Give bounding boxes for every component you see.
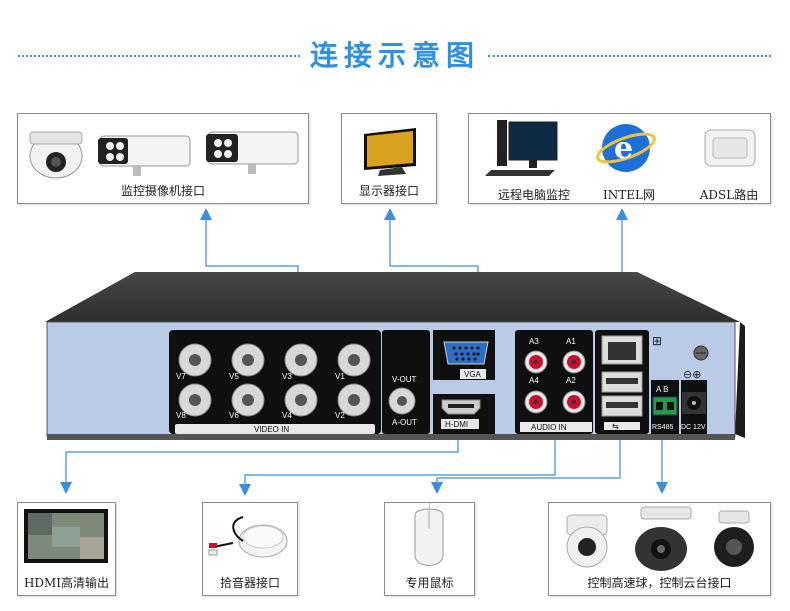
dc-power-jack <box>680 390 708 416</box>
video-label-v8: V8 <box>176 411 186 420</box>
video-label-v1: V1 <box>335 372 345 381</box>
network-icon: ⊞ <box>652 334 662 348</box>
hdmi-port <box>440 398 482 416</box>
video-label-v3: V3 <box>282 372 292 381</box>
microphone-icon <box>203 503 297 573</box>
audio-label-a1: A1 <box>566 337 576 346</box>
vga-label: VGA <box>464 370 481 379</box>
rs485-terminal <box>652 396 678 416</box>
video-label-v7: V7 <box>176 372 186 381</box>
audio-rca-connectors <box>518 346 594 422</box>
video-label-v5: V5 <box>229 372 239 381</box>
a-out-label: A-OUT <box>392 418 417 427</box>
audio-label-a3: A3 <box>529 337 539 346</box>
rs485-label: RS485 <box>652 424 673 431</box>
ptz-control-box: 控制高速球，控制云台接口 <box>548 502 771 596</box>
hdmi-display-icon <box>18 503 115 573</box>
video-in-bnc-connectors <box>169 330 381 434</box>
hdmi-output-box: HDMI高清输出 <box>17 502 116 596</box>
ptz-cameras-icon <box>549 503 770 575</box>
hdmi-output-caption: HDMI高清输出 <box>18 574 115 591</box>
mouse-icon <box>385 503 474 573</box>
v-out-bnc <box>387 386 417 416</box>
video-label-v4: V4 <box>282 411 292 420</box>
video-in-label: VIDEO IN <box>254 425 289 434</box>
mic-interface-caption: 拾音器接口 <box>203 574 297 591</box>
mouse-box: 专用鼠标 <box>384 502 475 596</box>
video-label-v6: V6 <box>229 411 239 420</box>
hdmi-label: H-DMI <box>445 420 468 429</box>
video-label-v2: V2 <box>335 411 345 420</box>
ptz-control-caption: 控制高速球，控制云台接口 <box>549 574 770 591</box>
vga-port <box>440 338 492 368</box>
mouse-caption: 专用鼠标 <box>385 574 474 591</box>
power-polarity-icon: ⊖⊕ <box>683 368 701 381</box>
mic-interface-box: 拾音器接口 <box>202 502 298 596</box>
audio-in-label: AUDIO IN <box>531 423 567 432</box>
svg-text:⇆: ⇆ <box>612 422 619 431</box>
rs485-ab-label: A B <box>656 385 668 394</box>
v-out-label: V-OUT <box>392 375 416 384</box>
lan-usb-ports: ⇆ <box>598 334 646 434</box>
dc-12v-label: DC 12V <box>681 424 706 431</box>
ground-screw-icon <box>692 344 710 362</box>
